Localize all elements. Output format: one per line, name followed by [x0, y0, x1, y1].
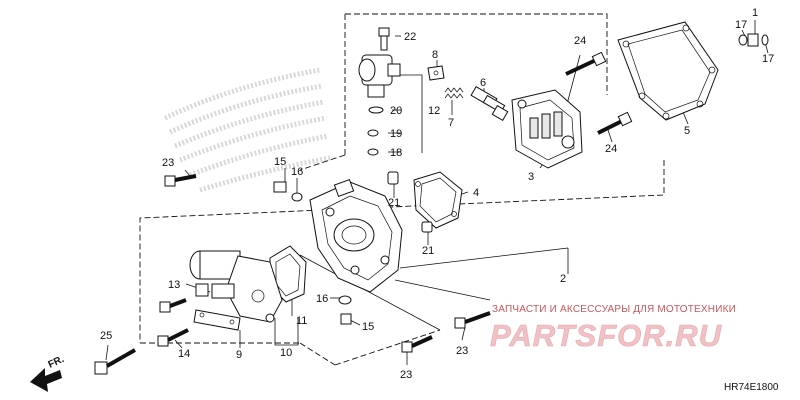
- part-24-bolt-upper: [565, 51, 607, 76]
- callout-15-lower: 15: [362, 321, 374, 333]
- background-wing-logo: [163, 67, 331, 193]
- callout-23-upper-left: 23: [162, 157, 174, 169]
- callouts: 1 2 3 4 5 6 7 8 9 10 11 12 13 14 15 15 1…: [100, 7, 774, 381]
- front-direction-arrow: FR.: [30, 354, 66, 392]
- part-9-plate: [193, 309, 241, 331]
- callout-5: 5: [684, 125, 690, 137]
- part-4-gasket: [413, 171, 463, 229]
- part-1-plug: [738, 33, 769, 47]
- part-21-dowel-lower: [421, 221, 433, 233]
- callout-6: 6: [480, 77, 486, 89]
- callout-9: 9: [236, 349, 242, 361]
- callout-3: 3: [528, 171, 534, 183]
- callout-12: 12: [428, 105, 440, 117]
- callout-18: 18: [390, 147, 402, 159]
- part-22-bolt: [378, 27, 390, 51]
- part-5-gasket: [617, 21, 719, 121]
- part-14-bolt: [157, 328, 189, 347]
- part-15-bolt-lower: [340, 313, 352, 325]
- part-23-bolt-lower-right: [454, 311, 491, 329]
- solenoid-valve-top: [358, 54, 401, 156]
- callout-25: 25: [100, 330, 112, 342]
- front-label: FR.: [47, 354, 66, 371]
- part-15-bolt-upper: [273, 181, 287, 193]
- part-25-bolt: [94, 348, 136, 375]
- callout-1: 1: [752, 7, 758, 19]
- part-2-main-valve-body: [309, 178, 403, 293]
- callout-23-lower: 23: [400, 369, 412, 381]
- diagram-code: HR74E1800: [724, 382, 779, 393]
- callout-24-upper: 24: [574, 35, 586, 47]
- callout-23-lower-right: 23: [456, 345, 468, 357]
- callout-7: 7: [448, 117, 454, 129]
- part-23-bolt-upper-left: [164, 174, 197, 187]
- callout-20: 20: [390, 105, 402, 117]
- part-6-spool-valve: [470, 85, 509, 122]
- part-7-spring: [444, 87, 464, 99]
- callout-17-lower: 17: [762, 53, 774, 65]
- assembly-boundary: [139, 13, 665, 366]
- callout-21-upper: 21: [388, 197, 400, 209]
- part-3-valve-body: [511, 89, 583, 169]
- callout-15-upper: 15: [274, 156, 286, 168]
- callout-14: 14: [178, 348, 190, 360]
- callout-24-lower: 24: [605, 143, 617, 155]
- callout-13: 13: [168, 279, 180, 291]
- watermark-tagline: ЗАПЧАСТИ И АКСЕССУАРЫ ДЛЯ МОТОТЕХНИКИ: [492, 304, 736, 315]
- callout-22: 22: [404, 31, 416, 43]
- callout-16-lower: 16: [316, 293, 328, 305]
- part-16-washer-upper: [291, 192, 303, 202]
- callout-4: 4: [473, 187, 479, 199]
- callout-17-upper: 17: [735, 19, 747, 31]
- part-10-solenoid-assembly: [189, 250, 283, 323]
- part-21-dowel-upper: [387, 171, 399, 185]
- part-8-plate: [427, 65, 445, 81]
- callout-10: 10: [280, 347, 292, 359]
- callout-19: 19: [390, 128, 402, 140]
- part-24-bolt-lower: [597, 111, 633, 135]
- part-13-bolt: [159, 298, 187, 313]
- callout-21-lower: 21: [422, 245, 434, 257]
- callout-8: 8: [432, 49, 438, 61]
- part-16-washer-lower: [338, 295, 352, 305]
- callout-16-upper: 16: [291, 166, 303, 178]
- callout-2: 2: [560, 273, 566, 285]
- callout-11: 11: [296, 315, 307, 327]
- watermark: ЗАПЧАСТИ И АКСЕССУАРЫ ДЛЯ МОТОТЕХНИКИ PA…: [490, 304, 736, 353]
- watermark-brand: PARTSFOR.RU: [490, 318, 723, 353]
- part-23-bolt-lower: [401, 335, 433, 353]
